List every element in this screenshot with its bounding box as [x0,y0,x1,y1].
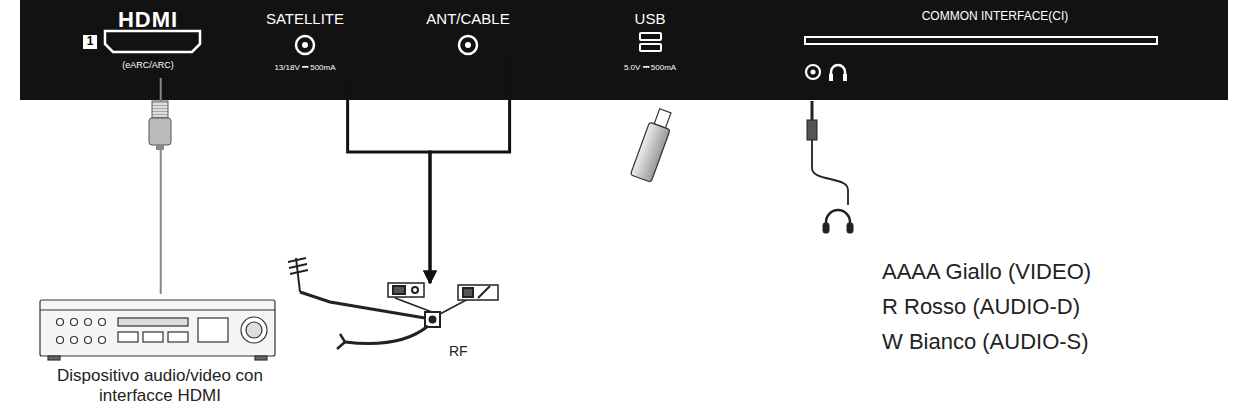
port-label: Dispositivo audio/video con interfacce H… [50,366,270,405]
port-label: (eARC/ARC) [74,60,222,70]
port-label: SATELLITE [241,10,369,27]
ci-slot-box: COMMON INTERFACE(CI) [796,4,1194,28]
antenna-feed [430,54,510,283]
port-label: USB [586,10,714,27]
satellite-port-box: SATELLITE 13/18V ⎓ 500mA [241,4,369,78]
usb-port-box: USB 5.0V ⎓ 500mA [586,4,714,78]
antenna-setup [288,258,498,349]
signal-label: R Rosso (AUDIO-D) [882,294,1080,320]
av-device [40,300,275,360]
satellite-port [296,36,314,54]
port-label: HDMI [74,7,222,32]
hdmi-port [105,31,200,52]
port-label: RF [449,343,468,359]
port-label: 1 [83,35,97,49]
av-device-box: Dispositivo audio/video con interfacce H… [25,294,295,416]
rf-socket-box: RF [405,283,487,363]
port-label: 5.0V ⎓ 500mA [586,63,714,72]
port-label: COMMON INTERFACE(CI) [796,10,1194,24]
usb-ports [640,33,661,51]
ci-slot [805,37,1157,44]
headphones [807,101,853,233]
port-label: ANT/CABLE [404,10,532,27]
signal-label: W Bianco (AUDIO-S) [882,329,1089,355]
hdmi-plug [149,101,171,150]
headphone-jack [806,65,847,81]
antenna-port [459,36,477,54]
usb-stick [630,107,675,182]
hdmi-port-box: HDMI 1 (eARC/ARC) [74,4,222,78]
antenna-port-box: ANT/CABLE [404,4,532,54]
port-label: 13/18V ⎓ 500mA [241,63,369,72]
antenna-feed [348,78,430,283]
back-panel [20,0,1228,100]
signal-label: AAAA Giallo (VIDEO) [882,259,1091,285]
